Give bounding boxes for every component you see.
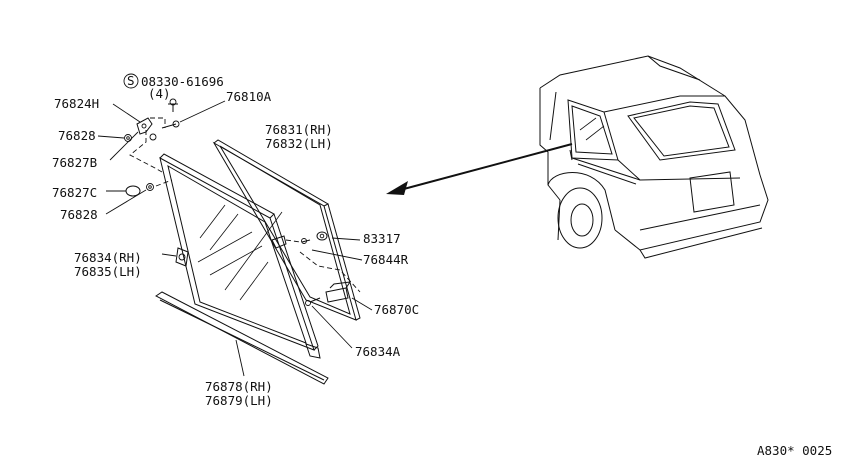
- label-76878-rh: 76878(RH): [205, 379, 273, 394]
- label-76828-top: 76828: [58, 128, 96, 143]
- screw-symbol: S: [127, 73, 135, 88]
- label-76870C: 76870C: [374, 302, 419, 317]
- label-76810A: 76810A: [226, 89, 272, 104]
- label-76827B: 76827B: [52, 155, 97, 170]
- label-76834A: 76834A: [355, 344, 401, 359]
- label-76879-lh: 76879(LH): [205, 393, 273, 408]
- label-76832-lh: 76832(LH): [265, 136, 333, 151]
- label-76828-bottom: 76828: [60, 207, 98, 222]
- window-frame-inner: [159, 153, 321, 359]
- latch-hardware-right: [285, 231, 361, 306]
- molding-strip: [155, 291, 329, 385]
- label-76834-rh: 76834(RH): [74, 250, 142, 265]
- reference-code: A830* 0025: [757, 443, 832, 458]
- label-83317: 83317: [363, 231, 401, 246]
- label-76835-lh: 76835(LH): [74, 264, 142, 279]
- screw-symbol-icon: [123, 73, 139, 89]
- label-08330-qty: (4): [148, 86, 171, 101]
- window-glass-assembly: [212, 139, 361, 321]
- label-08330-61696: 08330-61696: [141, 74, 224, 89]
- label-76827C: 76827C: [52, 185, 97, 200]
- vehicle-rear-illustration: [539, 55, 769, 259]
- location-arrow: [386, 143, 573, 195]
- leader-lines: [97, 100, 373, 377]
- label-76844R: 76844R: [363, 252, 409, 267]
- hinge-hardware-lower: [125, 179, 173, 197]
- part-labels: S 08330-61696 (4) 76810A 76824H 76828 76…: [52, 73, 832, 458]
- hinge-hardware-top: [124, 98, 180, 173]
- label-76824H: 76824H: [54, 96, 99, 111]
- label-76831-rh: 76831(RH): [265, 122, 333, 137]
